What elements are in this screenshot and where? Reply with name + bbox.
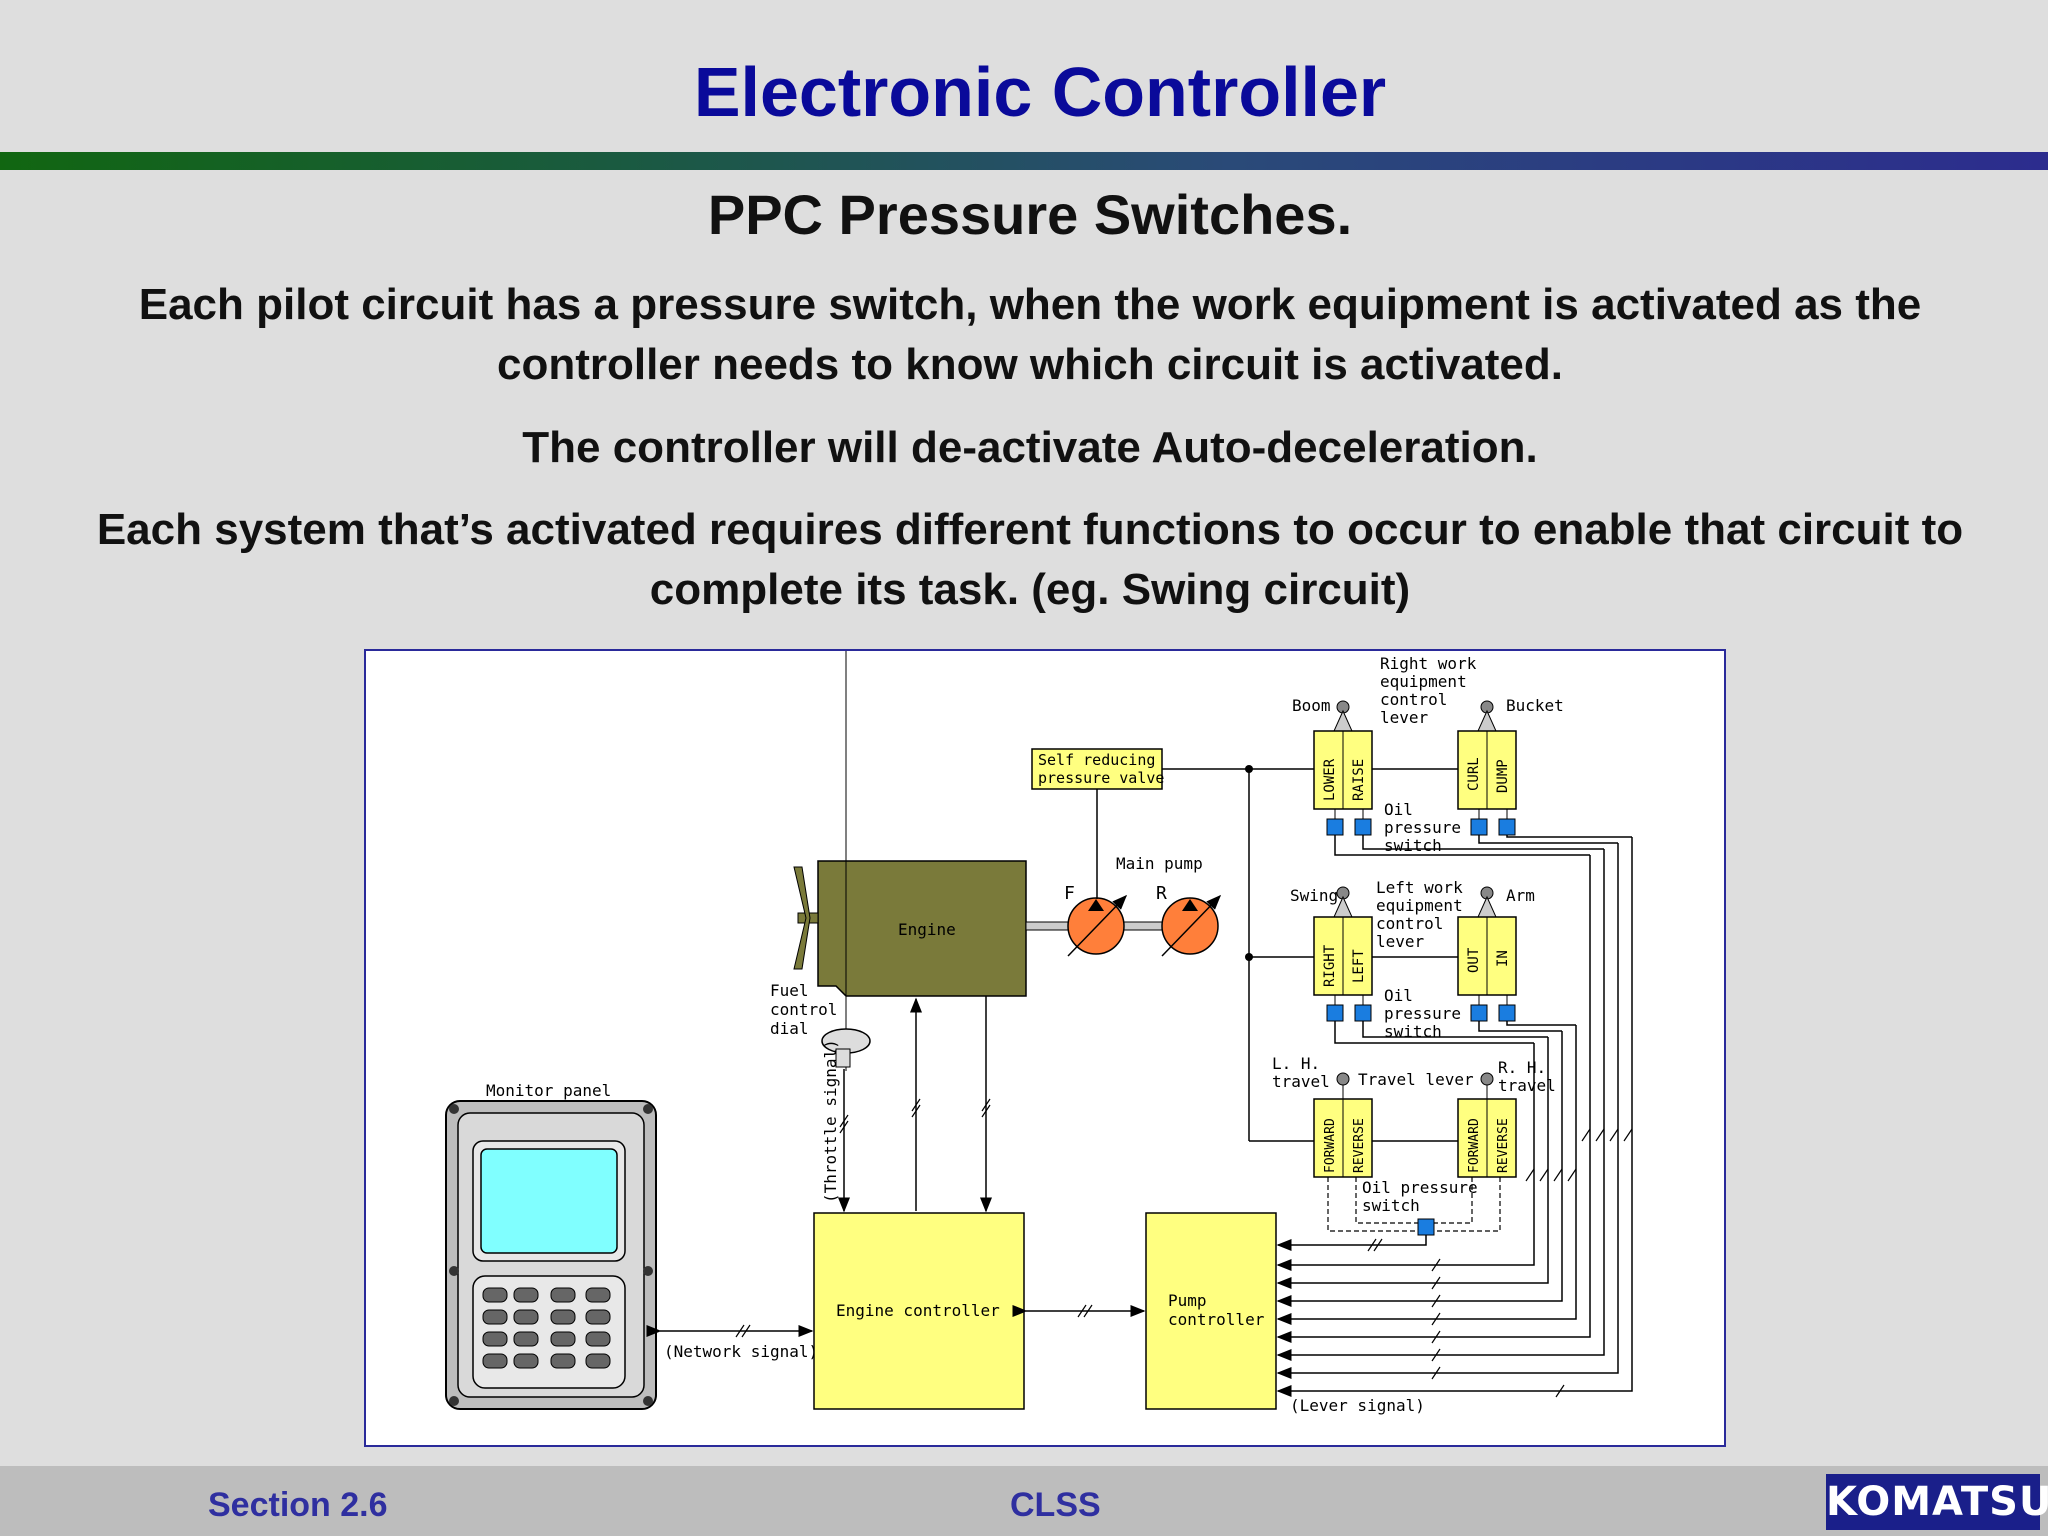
pump-controller-label-1: Pump [1168,1291,1207,1310]
footer-bar: Section 2.6 CLSS KOMATSU [0,1466,2048,1536]
lh-travel-valve: FORWARD REVERSE [1313,1072,1373,1178]
pump-f-icon [1067,894,1128,957]
right-lever-label-1: Right work [1380,654,1477,673]
self-reducing-label-2: pressure valve [1038,769,1164,787]
bucket-label: Bucket [1506,696,1564,715]
rh-forward-label: FORWARD [1467,1118,1482,1173]
oil-switch-1-label-3: switch [1384,836,1442,855]
boom-label: Boom [1292,696,1331,715]
monitor-panel: Monitor panel [445,1081,657,1410]
fuel-dial-label-1: Fuel [770,981,809,1000]
fan-icon [793,866,811,970]
travel-oil-switch-label-1: Oil pressure [1362,1178,1478,1197]
monitor-screen [480,1148,618,1254]
oil-switch-1-label-1: Oil [1384,800,1413,819]
boom-lower-label: LOWER [1322,758,1338,801]
fuel-dial-label-3: dial [770,1019,809,1038]
left-lever-label-1: Left work [1376,878,1463,897]
monitor-keypad [482,1287,611,1369]
pump-controller-box [1145,1212,1277,1410]
network-signal-label: (Network signal) [664,1342,818,1361]
engine-label: Engine [898,920,956,939]
komatsu-logo: KOMATSU [1826,1474,2048,1530]
left-lever-label-3: control [1376,914,1443,933]
boom-bucket-switches [1326,818,1516,836]
oil-switch-1-label-2: pressure [1384,818,1461,837]
lh-travel-label-2: travel [1272,1072,1330,1091]
right-lever-label-3: control [1380,690,1447,709]
bucket-curl-label: CURL [1466,757,1482,791]
pump-f-label: F [1064,883,1075,904]
hydraulic-diagram: Monitor panel (Network signal) Engine co… [364,649,1726,1447]
footer-topic: CLSS [1010,1486,1101,1524]
swing-right-label: RIGHT [1322,944,1338,987]
oil-switch-2-label-1: Oil [1384,986,1413,1005]
engine-controller-box [813,1212,1025,1410]
rh-travel-valve: FORWARD REVERSE [1457,1072,1517,1178]
rh-travel-label-2: travel [1498,1076,1556,1095]
boom-raise-label: RAISE [1351,759,1367,801]
engine: Engine [793,860,1027,997]
lever-signal-label: (Lever signal) [1290,1396,1425,1415]
paragraph-system-functions: Each system that’s activated requires di… [96,505,1964,614]
oil-switch-2-label-3: switch [1384,1022,1442,1041]
lh-travel-label-1: L. H. [1272,1054,1320,1073]
engine-controller-label: Engine controller [836,1301,1000,1320]
arm-out-label: OUT [1466,947,1482,973]
pump-controller-label-2: controller [1168,1310,1265,1329]
left-lever-label-2: equipment [1376,896,1463,915]
arm-valve: OUT IN [1457,886,1517,996]
rh-reverse-label: REVERSE [1496,1118,1511,1173]
main-pump-label: Main pump [1116,854,1203,873]
self-reducing-valve-box [1031,748,1163,790]
footer-section: Section 2.6 [208,1486,388,1524]
signal-slash-marks [735,1098,1633,1398]
bucket-valve: CURL DUMP [1457,700,1517,810]
arm-label: Arm [1506,886,1535,905]
bucket-dump-label: DUMP [1495,759,1511,793]
fuel-dial-label-2: control [770,1000,837,1019]
self-reducing-label-1: Self reducing [1038,751,1155,769]
travel-lever-label: Travel lever [1358,1070,1474,1089]
boom-valve: LOWER RAISE [1313,700,1373,810]
paragraph-pilot-circuit: Each pilot circuit has a pressure switch… [138,280,1922,389]
monitor-panel-label: Monitor panel [486,1081,611,1100]
right-lever-label-4: lever [1380,708,1429,727]
right-lever-label-2: equipment [1380,672,1467,691]
travel-oil-switch [1417,1218,1435,1236]
slide-subtitle: PPC Pressure Switches. [707,183,1353,246]
rh-travel-label-1: R. H. [1498,1058,1546,1077]
swing-left-label: LEFT [1351,949,1367,983]
pump-r-icon [1161,894,1222,957]
pump-r-label: R [1156,883,1167,904]
paragraph-auto-decel: The controller will de-activate Auto-dec… [522,423,1538,472]
swing-valve: RIGHT LEFT [1313,886,1373,996]
lh-reverse-label: REVERSE [1352,1118,1367,1173]
left-lever-label-4: lever [1376,932,1425,951]
page-title: Electronic Controller [693,53,1387,131]
oil-switch-2-label-2: pressure [1384,1004,1461,1023]
throttle-signal-label: (Throttle signal) [821,1039,840,1203]
lh-forward-label: FORWARD [1323,1118,1338,1173]
title-divider [0,152,2048,170]
arm-in-label: IN [1495,950,1511,967]
travel-oil-switch-label-2: switch [1362,1196,1420,1215]
swing-label: Swing [1290,886,1338,905]
fuel-dial-icon [821,1028,871,1068]
